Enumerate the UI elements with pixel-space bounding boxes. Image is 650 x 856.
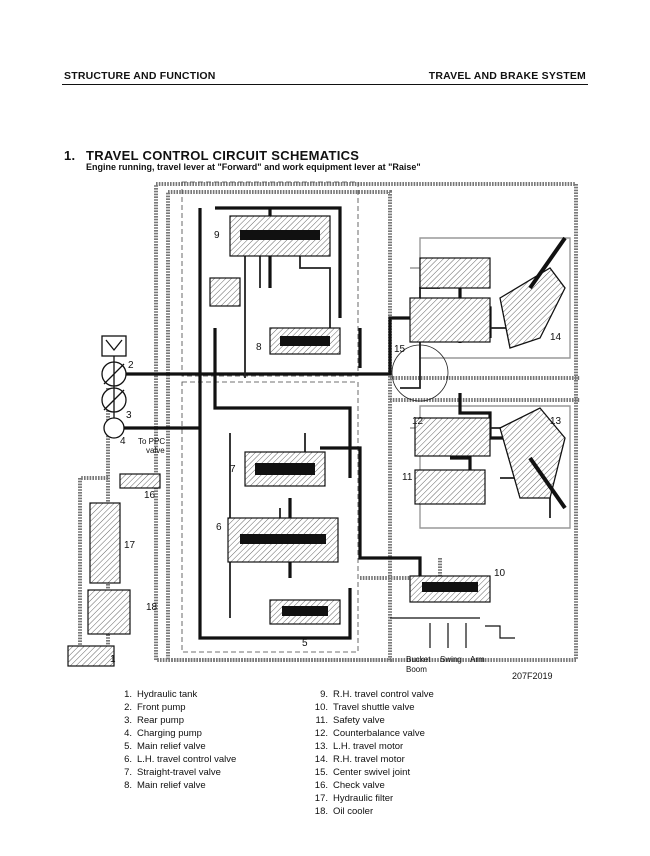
- outlet-arm-label: Arm: [470, 655, 485, 664]
- legend-item: 2.Front pump: [124, 702, 186, 713]
- callout-11: 11: [402, 472, 413, 483]
- header-left: STRUCTURE AND FUNCTION: [64, 70, 216, 82]
- legend-item: 15.Center swivel joint: [314, 767, 411, 778]
- callout-2: 2: [128, 360, 134, 371]
- oil-cooler-body: [87, 589, 131, 635]
- legend-item: 13.L.H. travel motor: [314, 741, 404, 752]
- legend-item: 14.R.H. travel motor: [314, 754, 405, 765]
- hydraulic-filter-body: [89, 502, 121, 584]
- section-subtitle: Engine running, travel lever at "Forward…: [86, 162, 421, 172]
- counterbalance-valve-rh-body: [409, 297, 491, 343]
- legend-item: 4.Charging pump: [124, 728, 202, 739]
- check-valve-body: [119, 473, 161, 489]
- legend-item: 16.Check valve: [314, 780, 385, 791]
- lh-travel-motor-body: [499, 407, 566, 499]
- outlet-bucket-label: Bucket: [406, 655, 431, 664]
- valve-bodies: [67, 215, 491, 667]
- callout-6: 6: [216, 522, 222, 533]
- legend-item: 9.R.H. travel control valve: [320, 689, 434, 700]
- outlet-lines: [390, 617, 515, 648]
- legend-right: 9.R.H. travel control valve 10.Travel sh…: [306, 688, 434, 818]
- counterbalance-valve-lh-body: [414, 417, 491, 457]
- legend-left: 1.Hydraulic tank 2.Front pump 3.Rear pum…: [118, 688, 236, 792]
- legend-item: 8.Main relief valve: [124, 780, 206, 791]
- callout-numbers: 1 2 3 4 5 6 7 8 9 10 11 12 13 14 15 16 1…: [110, 230, 562, 665]
- pumps: [101, 335, 127, 439]
- callout-7: 7: [230, 464, 236, 475]
- callout-4: 4: [120, 436, 126, 447]
- to-ppc-label: To PPC: [138, 437, 165, 446]
- center-swivel-joint: [391, 344, 449, 402]
- legend-item: 12.Counterbalance valve: [314, 728, 425, 739]
- hydraulic-schematic: 1 2 3 4 5 6 7 8 9 10 11 12 13 14 15 16 1…: [67, 181, 580, 674]
- charging-pump-symbol: [103, 417, 125, 439]
- travel-motors: [499, 236, 567, 510]
- safety-valve-lh-body: [414, 469, 486, 505]
- header-right: TRAVEL AND BRAKE SYSTEM: [428, 70, 586, 82]
- callout-5: 5: [302, 638, 308, 649]
- diagram-labels: To PPC valve Bucket Boom Swing Arm: [138, 437, 485, 674]
- valve-block-outlines: [181, 181, 359, 653]
- legend-item: 10.Travel shuttle valve: [314, 702, 415, 713]
- callout-15: 15: [394, 344, 406, 355]
- callout-12: 12: [412, 416, 424, 427]
- outlet-swing-label: Swing: [440, 655, 462, 664]
- section-heading: 1. TRAVEL CONTROL CIRCUIT SCHEMATICS: [64, 148, 359, 163]
- legend-item: 5.Main relief valve: [124, 741, 206, 752]
- section-title: TRAVEL CONTROL CIRCUIT SCHEMATICS: [86, 148, 360, 163]
- callout-17: 17: [124, 540, 136, 551]
- callout-18: 18: [146, 602, 158, 613]
- legend-item: 18.Oil cooler: [314, 806, 374, 817]
- callout-13: 13: [550, 416, 562, 427]
- callout-3: 3: [126, 410, 132, 421]
- legend-item: 3.Rear pump: [124, 715, 184, 726]
- legend-item: 11.Safety valve: [315, 715, 385, 726]
- engine-box: [101, 335, 127, 357]
- outlet-boom-label: Boom: [406, 665, 427, 674]
- figure-code: 207F2019: [512, 671, 553, 681]
- legend-item: 1.Hydraulic tank: [124, 689, 198, 700]
- safety-valve-rh-body: [419, 257, 491, 289]
- callout-8: 8: [256, 342, 262, 353]
- legend-item: 6.L.H. travel control valve: [124, 754, 237, 765]
- callout-10: 10: [494, 568, 506, 579]
- section-number: 1.: [64, 148, 76, 163]
- hydraulic-tank-body: [67, 645, 115, 667]
- callout-16: 16: [144, 490, 156, 501]
- header-rule: [62, 84, 588, 85]
- legend-item: 17.Hydraulic filter: [314, 793, 394, 804]
- callout-1: 1: [110, 654, 116, 665]
- legend-item: 7.Straight-travel valve: [124, 767, 221, 778]
- valve-spools: [240, 230, 478, 616]
- callout-9: 9: [214, 230, 220, 241]
- to-ppc-valve-label: valve: [146, 446, 165, 455]
- callout-14: 14: [550, 332, 562, 343]
